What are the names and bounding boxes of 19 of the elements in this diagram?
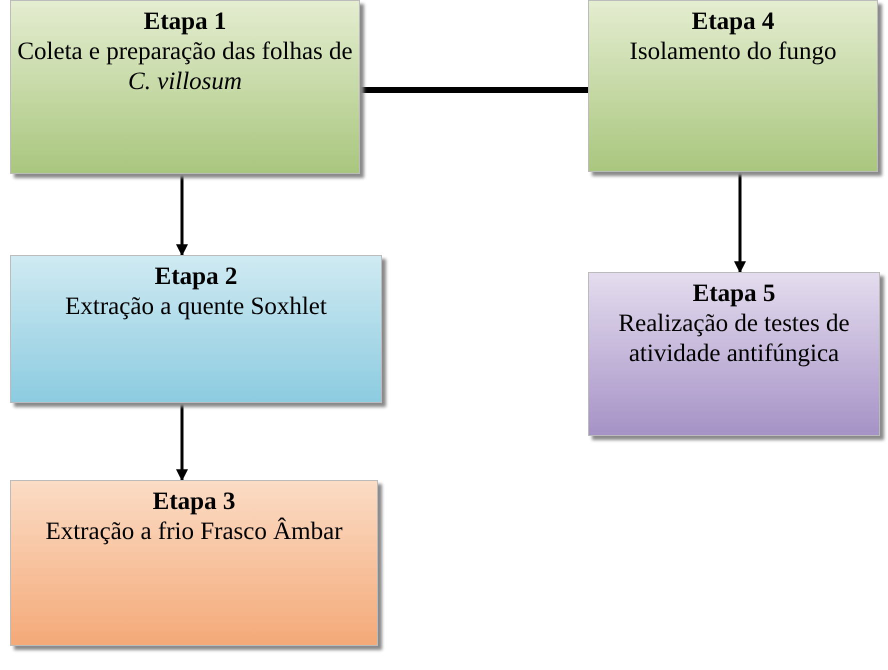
step-description: Extração a quente Soxhlet [65,292,327,322]
step-title: Etapa 4 [692,7,774,37]
connector-line [360,87,588,93]
step-description: Isolamento do fungo [630,37,836,67]
arrow [176,403,188,482]
process-box [10,0,360,174]
step-description: Extração a frio Frasco Âmbar [45,517,343,547]
step-description: Coleta e preparação das folhas de C. villosum [16,37,354,97]
step-title: Etapa 5 [692,279,776,309]
step-title: Etapa 2 [154,262,238,292]
process-box [10,480,378,646]
step-title: Etapa 3 [152,487,236,517]
arrow [734,172,746,274]
process-box [588,272,880,436]
step-description: Realização de testes de atividade antifúngica [617,309,851,369]
process-box [10,255,382,403]
arrow [176,174,188,256]
step-title: Etapa 1 [144,7,226,37]
process-box [588,0,878,172]
